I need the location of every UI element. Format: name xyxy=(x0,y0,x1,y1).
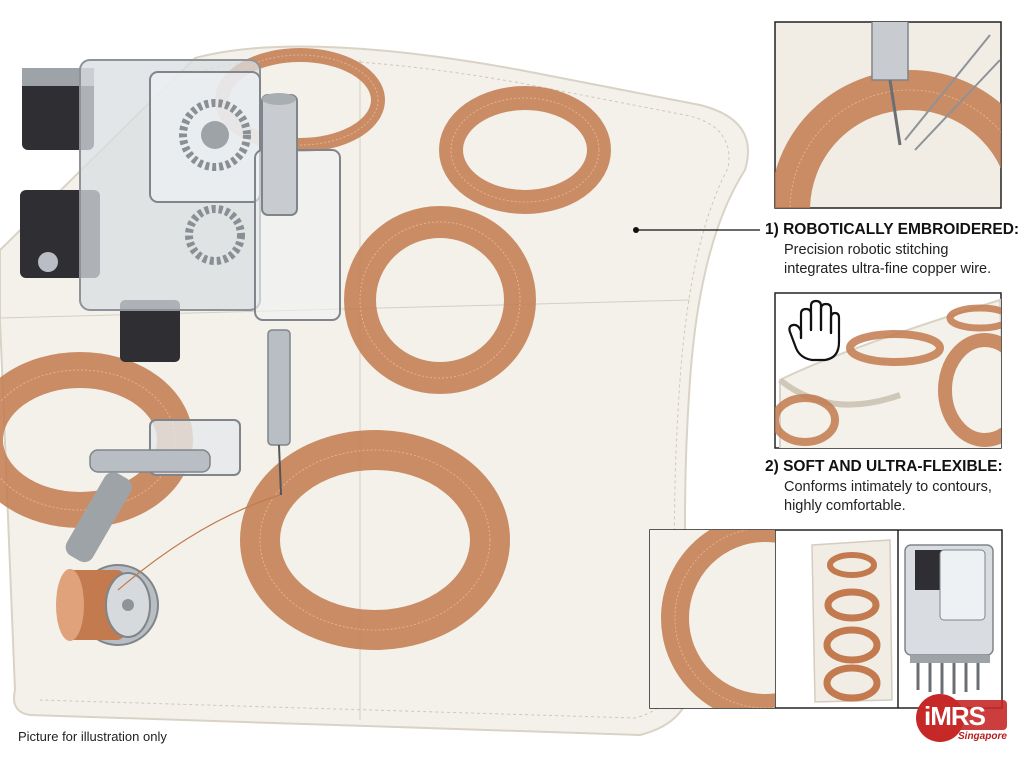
panel-flexible-fabric xyxy=(774,292,1002,449)
callout-2-title: 2) SOFT AND ULTRA-FLEXIBLE: xyxy=(765,458,1003,475)
coil-middle xyxy=(344,206,536,394)
callout-leader-dot xyxy=(633,227,639,233)
callout-1-title: 1) ROBOTICALLY EMBROIDERED: xyxy=(765,221,1020,238)
logo-subtext: Singapore xyxy=(958,731,1007,742)
panel-needle-closeup xyxy=(774,21,1002,209)
callout-1-line-1: Precision robotic stitching xyxy=(784,242,949,258)
callout-2-line-1: Conforms intimately to contours, xyxy=(784,479,992,495)
coil-bottom xyxy=(240,430,510,650)
logo-text: iMRS xyxy=(924,701,986,731)
panel-triptych xyxy=(649,529,1003,709)
coil-top-right xyxy=(439,86,611,214)
callout-2-line-2: highly comfortable. xyxy=(784,498,906,514)
hand-icon xyxy=(788,299,841,362)
callout-1-line-2: integrates ultra-fine copper wire. xyxy=(784,261,992,277)
illustration-disclaimer: Picture for illustration only xyxy=(18,729,167,744)
robotic-embroidery-head xyxy=(20,59,341,646)
imrs-logo-mark xyxy=(916,694,1007,742)
